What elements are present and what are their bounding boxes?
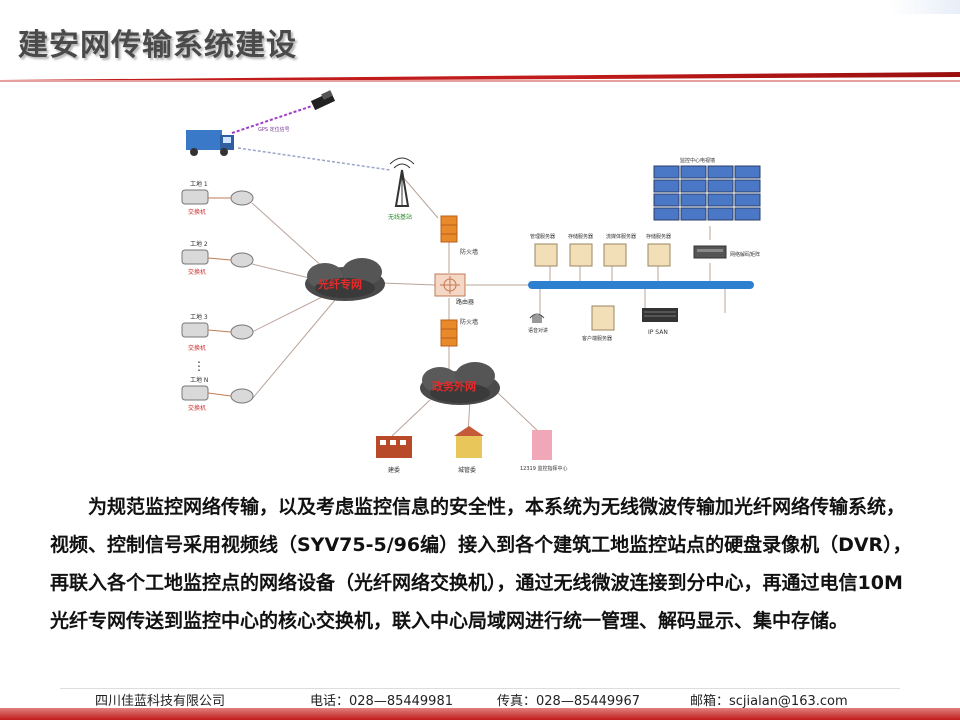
satellite-icon	[310, 90, 336, 111]
gov-cloud-label: 政务外网	[432, 379, 476, 393]
video-wall-screen	[734, 207, 761, 221]
video-wall-screen	[734, 179, 761, 193]
videowall-label: 监控中心电视墙	[680, 157, 715, 164]
router-icon	[434, 273, 466, 297]
truck-icon	[186, 130, 234, 156]
endpoint-label: 城管委	[458, 466, 476, 474]
video-wall-screen	[680, 165, 707, 179]
fiber-cloud	[305, 258, 385, 301]
slide-title: 建安网传输系统建设	[18, 28, 297, 63]
fiber-cloud-label: 光纤专网	[317, 277, 362, 291]
ipsan-label: IP SAN	[648, 329, 668, 336]
site-label: 工地 2	[190, 240, 208, 248]
building-icon	[456, 436, 482, 458]
site-label: 工地 N	[190, 376, 208, 384]
ipsan-icon	[642, 308, 678, 322]
firewall-lower-label: 防火墙	[460, 318, 478, 326]
decoder-label: 网络解码矩阵	[730, 251, 760, 258]
video-wall-screen	[707, 179, 734, 193]
wireless-link-line	[237, 147, 391, 171]
router-small-icon	[230, 252, 254, 268]
router-small-icon	[230, 324, 254, 340]
switch-icon	[181, 189, 209, 205]
gps-label: GPS 定位信号	[258, 126, 290, 133]
video-wall-screen	[653, 165, 680, 179]
server-icon	[647, 243, 671, 267]
footer-phone: 电话：028—85449981	[310, 694, 453, 709]
firewall-lower-icon	[440, 319, 458, 347]
endpoint-1: 建委	[376, 436, 412, 474]
video-wall-screen	[680, 179, 707, 193]
corner-decoration	[890, 0, 960, 14]
video-wall-screen	[653, 193, 680, 207]
switch-label: 交换机	[188, 268, 206, 276]
endpoint-3: 12319 监控指挥中心	[520, 430, 568, 472]
router-small-icon	[230, 388, 254, 404]
video-wall-screen	[734, 165, 761, 179]
endpoint-label: 12319 监控指挥中心	[520, 465, 568, 472]
antenna-icon	[389, 157, 415, 207]
firewall-upper-icon	[440, 215, 458, 243]
site-label: 工地 1	[190, 180, 208, 188]
router-small-icon	[230, 190, 254, 206]
switch-label: 交换机	[188, 404, 206, 412]
endpoint-label: 建委	[388, 466, 400, 474]
description-paragraph: 为规范监控网络传输，以及考虑监控信息的安全性，本系统为无线微波传输加光纤网络传输…	[50, 496, 912, 632]
video-wall-screen	[734, 193, 761, 207]
network-bus	[528, 281, 754, 289]
server-icon	[603, 243, 627, 267]
server-1: 管理服务器	[530, 233, 558, 267]
video-wall-screen	[653, 179, 680, 193]
server-4: 存储服务器	[646, 233, 671, 267]
switch-label: 交换机	[188, 208, 206, 216]
building-icon	[532, 430, 552, 460]
server-3: 流媒体服务器	[603, 233, 636, 267]
switch-icon	[181, 249, 209, 265]
decoder-icon	[693, 245, 727, 259]
video-wall-screen	[707, 165, 734, 179]
firewall-upper-label: 防火墙	[460, 248, 478, 256]
voice-icon	[529, 313, 545, 323]
client-server-label: 客户端服务器	[582, 335, 612, 342]
footer-rule	[60, 688, 900, 711]
router-label: 路由器	[456, 298, 474, 306]
client-server-icon	[591, 305, 615, 331]
video-wall: 监控中心电视墙	[653, 157, 761, 221]
voice-label: 语音对讲	[528, 327, 548, 334]
video-wall-screen	[653, 207, 680, 221]
antenna-label: 无线基站	[388, 213, 412, 221]
network-diagram: GPS 定位信号 无线基站 防火墙 防火墙	[181, 90, 761, 474]
switch-icon	[181, 385, 209, 401]
bottom-bar	[0, 708, 960, 720]
server-icon	[569, 243, 593, 267]
site-3: 工地 3 交换机	[181, 313, 254, 352]
site-1: 工地 1 交换机	[181, 180, 254, 216]
switch-label: 交换机	[188, 344, 206, 352]
building-icon	[376, 436, 412, 458]
site-2: 工地 2 交换机	[181, 240, 254, 276]
video-wall-screen	[680, 207, 707, 221]
switch-icon	[181, 322, 209, 338]
site-label: 工地 3	[190, 313, 208, 321]
title-underline	[0, 72, 960, 82]
footer-fax: 传真：028—85449967	[497, 694, 640, 709]
server-label: 管理服务器	[530, 233, 555, 240]
footer-email: 邮箱：scjialan@163.com	[690, 694, 848, 709]
server-label: 存储服务器	[646, 233, 671, 240]
video-wall-screen	[680, 193, 707, 207]
endpoint-2: 城管委	[454, 426, 484, 474]
server-2: 存储服务器	[568, 233, 593, 267]
server-label: 存储服务器	[568, 233, 593, 240]
footer-company: 四川佳蓝科技有限公司	[95, 694, 226, 709]
server-label: 流媒体服务器	[606, 233, 636, 240]
gps-signal-line	[231, 105, 313, 134]
site-dots: ⋮	[193, 359, 205, 373]
video-wall-screen	[707, 193, 734, 207]
gov-cloud	[420, 362, 500, 405]
server-icon	[534, 243, 558, 267]
video-wall-screen	[707, 207, 734, 221]
